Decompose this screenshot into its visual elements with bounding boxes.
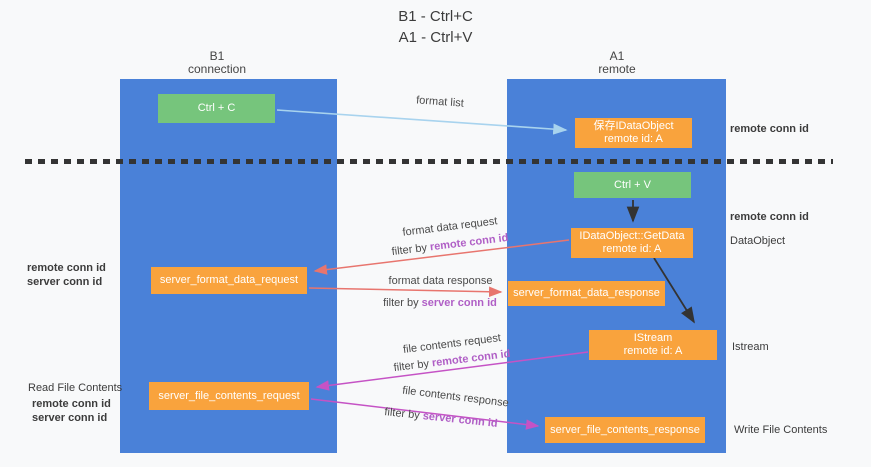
server-conn-id-annotation-left-1: server conn id — [27, 276, 103, 288]
server-format-data-request-label: server_format_data_request — [159, 274, 299, 286]
title-line-1: B1 - Ctrl+C — [398, 8, 473, 25]
format-data-response-filter-label: filter by server conn id — [370, 297, 510, 309]
ctrl-c-box: Ctrl + C — [158, 94, 275, 123]
istream-annotation: Istream — [732, 341, 769, 353]
dataobject-annotation: DataObject — [730, 235, 786, 247]
ctrl-v-box: Ctrl + V — [574, 172, 691, 198]
filter-by-text: filter by — [393, 357, 430, 375]
filter-by-text: filter by — [383, 297, 419, 309]
filter-by-text: filter by — [383, 406, 421, 422]
column-header-b1: B1 connection — [137, 50, 297, 76]
server-format-data-response-box: server_format_data_response — [508, 281, 665, 306]
phase-separator-dashed-line — [25, 159, 833, 164]
ctrl-v-label: Ctrl + V — [614, 178, 651, 191]
title-line-2: A1 - Ctrl+V — [398, 29, 473, 46]
remote-conn-id-annotation-mid: remote conn id — [730, 211, 809, 223]
save-idataobject-line1: 保存IDataObject — [593, 120, 674, 132]
format-data-response-label: format data response — [388, 275, 493, 287]
server-conn-id-annotation-left-2: server conn id — [32, 412, 108, 424]
remote-conn-id-annotation-top: remote conn id — [730, 123, 809, 135]
server-file-contents-request-label: server_file_contents_request — [158, 389, 300, 402]
column-b1-role: connection — [187, 62, 247, 76]
column-a1-name: A1 — [609, 49, 625, 63]
format-list-label: format list — [415, 94, 465, 110]
column-b1-name: B1 — [209, 49, 225, 63]
server-format-data-response-label: server_format_data_response — [513, 287, 660, 299]
remote-conn-id-text: remote conn id — [429, 231, 509, 254]
ctrl-c-label: Ctrl + C — [197, 102, 236, 114]
remote-conn-id-annotation-left-1: remote conn id — [27, 262, 106, 274]
save-idataobject-box: 保存IDataObject remote id: A — [575, 118, 692, 148]
istream-line2: remote id: A — [623, 345, 683, 357]
format-data-response-arrow — [308, 286, 503, 297]
server-file-contents-request-box: server_file_contents_request — [149, 382, 309, 410]
remote-conn-id-annotation-left-2: remote conn id — [32, 398, 111, 410]
write-file-contents-annotation: Write File Contents — [734, 424, 828, 436]
column-header-a1: A1 remote — [537, 50, 697, 76]
file-contents-response-filter-label: filter by server conn id — [366, 404, 516, 432]
istream-box: IStream remote id: A — [589, 330, 717, 360]
server-file-contents-response-box: server_file_contents_response — [545, 417, 705, 443]
diagram-title: B1 - Ctrl+C A1 - Ctrl+V — [0, 6, 871, 48]
idataobject-getdata-line2: remote id: A — [602, 243, 662, 255]
idataobject-getdata-box: IDataObject::GetData remote id: A — [571, 228, 693, 258]
read-file-contents-annotation: Read File Contents — [28, 382, 123, 394]
server-conn-id-text: server conn id — [422, 410, 499, 430]
idataobject-getdata-line1: IDataObject::GetData — [579, 230, 685, 242]
server-conn-id-text: server conn id — [421, 297, 497, 309]
save-idataobject-line2: remote id: A — [604, 133, 663, 145]
istream-line1: IStream — [633, 332, 673, 344]
column-a1-role: remote — [598, 62, 636, 76]
server-format-data-request-box: server_format_data_request — [151, 267, 307, 294]
filter-by-text: filter by — [391, 241, 428, 259]
server-file-contents-response-label: server_file_contents_response — [550, 423, 700, 436]
